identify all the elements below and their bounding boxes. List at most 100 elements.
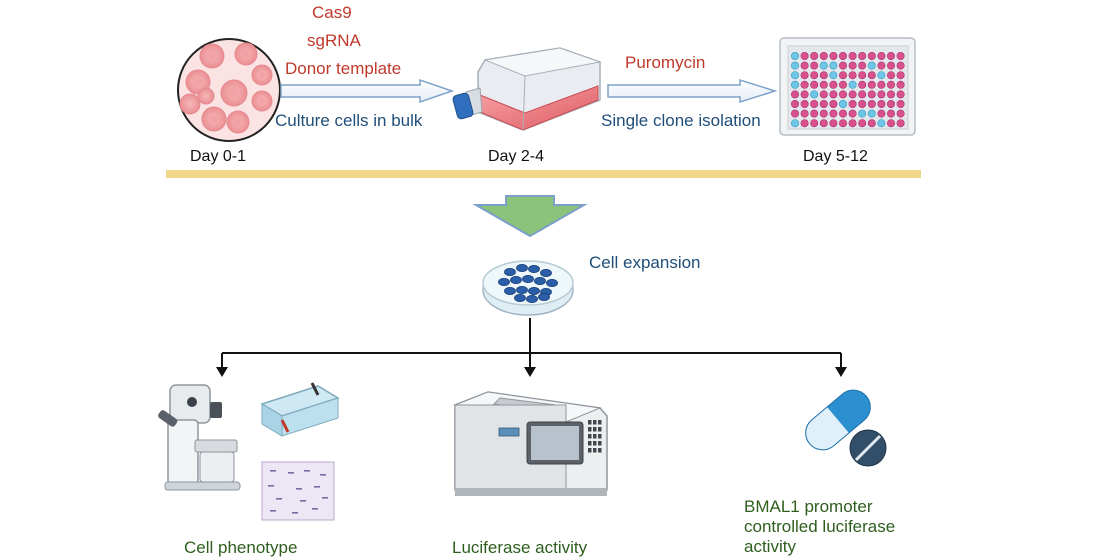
gel-band [270,510,276,512]
well [877,100,886,109]
day-label-3: Day 5-12 [803,148,868,165]
microscope-icon [158,384,241,491]
gel-band [300,500,306,502]
expansion-label: Cell expansion [589,253,701,272]
well [858,80,867,89]
gel-band [312,508,318,510]
well [896,80,905,89]
well [790,71,799,80]
well [877,71,886,80]
down-arrow [472,195,588,238]
well [867,100,876,109]
step-culture-label: Culture cells in bulk [275,111,423,130]
well [790,90,799,99]
gel-band [304,470,310,472]
keypad-key [598,434,602,439]
well [848,71,857,80]
well [819,51,828,60]
well [848,61,857,70]
well [886,61,895,70]
gel-band [270,470,276,472]
keypad-key [598,441,602,446]
well [896,100,905,109]
keypad-key [588,441,592,446]
gel-box-icon [260,382,340,437]
keypad-key [598,420,602,425]
well [848,90,857,99]
colony [534,276,546,285]
well [829,100,838,109]
gel-band [288,472,294,474]
well [867,71,876,80]
keypad-key [593,427,597,432]
well-plate-icon [779,37,916,136]
well [886,71,895,80]
reagent-sgrna: sgRNA [307,31,361,50]
well [877,80,886,89]
keypad-key [593,441,597,446]
gel-band [314,486,320,488]
well [848,119,857,128]
branch-connectors [216,318,847,377]
well [838,90,847,99]
gel-blot-icon [261,461,335,521]
well [829,90,838,99]
colony [540,268,552,277]
reagent-cas9: Cas9 [312,3,352,22]
well [886,51,895,60]
gel-band [320,474,326,476]
well [810,90,819,99]
output-phenotype-label: Cell phenotype [184,538,298,557]
keypad-key [598,427,602,432]
well [848,109,857,118]
output-bmal1-line3: activity [744,537,796,556]
well [877,90,886,99]
well [819,100,828,109]
well [800,90,809,99]
well [790,119,799,128]
culture-arrow [280,78,455,104]
well [877,61,886,70]
well [896,119,905,128]
well [819,61,828,70]
well [896,71,905,80]
step-isolation-label: Single clone isolation [601,111,761,130]
well [810,80,819,89]
day-label-1: Day 0-1 [190,148,247,165]
well [790,61,799,70]
gel-band [322,497,328,499]
well [896,61,905,70]
well [858,61,867,70]
well [829,80,838,89]
colony [514,293,526,302]
well [848,80,857,89]
well [838,61,847,70]
well [896,109,905,118]
gel-band [276,498,282,500]
keypad-key [593,420,597,425]
colony [546,278,558,287]
colony [528,264,540,273]
well [819,90,828,99]
well [877,51,886,60]
output-bmal1-line2: controlled luciferase [744,517,896,536]
well [886,100,895,109]
well [838,51,847,60]
gel-band [268,485,274,487]
well [867,51,876,60]
well [800,71,809,80]
well [877,109,886,118]
colony [510,275,522,284]
gel-band [292,512,298,514]
gel-band [296,488,302,490]
well [886,80,895,89]
well [829,119,838,128]
well [877,119,886,128]
well [790,109,799,118]
well [858,51,867,60]
well [858,119,867,128]
output-luciferase-label: Luciferase activity [452,538,588,557]
well [829,109,838,118]
reagent-donor-template: Donor template [285,59,402,78]
well [838,80,847,89]
